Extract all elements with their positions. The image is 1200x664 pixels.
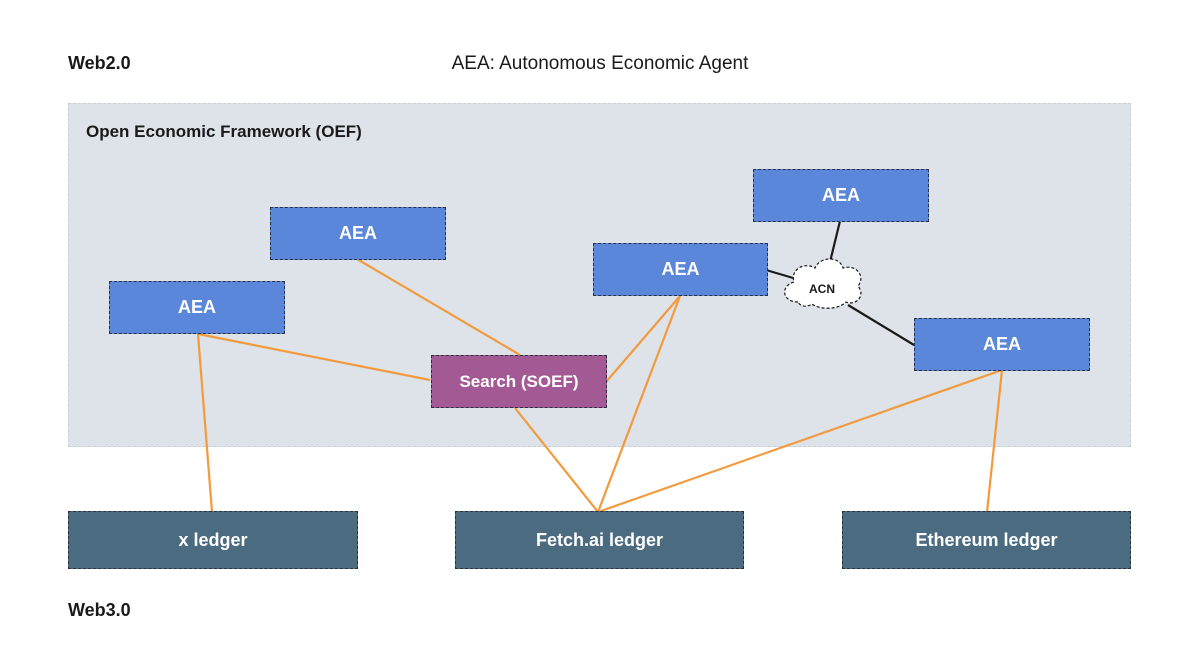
link-aea-right-fetch-ledger xyxy=(597,368,1003,514)
link-aea-left-search xyxy=(197,332,431,382)
link-acn-aea-right xyxy=(847,304,915,346)
link-aea-mid-fetch-ledger xyxy=(596,295,682,513)
cloud-icon xyxy=(784,258,862,309)
fetch-ai-ledger-node[interactable]: Fetch.ai ledger xyxy=(455,511,744,569)
acn-label: ACN xyxy=(809,282,835,296)
web3-label: Web3.0 xyxy=(68,600,131,620)
search-soef-node[interactable]: Search (SOEF) xyxy=(431,355,607,408)
aea-node-right[interactable]: AEA xyxy=(914,318,1090,371)
link-search-fetch-ledger xyxy=(514,407,599,513)
link-aea-top-search xyxy=(356,258,521,356)
orange-links xyxy=(196,258,1004,514)
link-aea-right-eth-ledger xyxy=(985,369,1004,513)
aea-node-upper-right[interactable]: AEA xyxy=(753,169,929,222)
link-aea-mid-search xyxy=(605,295,681,383)
link-aea-upper-acn xyxy=(828,220,842,263)
link-aea-left-x-ledger xyxy=(196,333,214,513)
web2-label: Web2.0 xyxy=(68,53,131,73)
x-ledger-node[interactable]: x ledger xyxy=(68,511,358,569)
diagram-title: AEA: Autonomous Economic Agent xyxy=(451,53,749,74)
aea-node-left[interactable]: AEA xyxy=(109,281,285,334)
aea-node-top[interactable]: AEA xyxy=(270,207,446,260)
acn-cloud: ACN xyxy=(784,258,862,309)
aea-node-middle[interactable]: AEA xyxy=(593,243,768,296)
ethereum-ledger-node[interactable]: Ethereum ledger xyxy=(842,511,1131,569)
oef-title: Open Economic Framework (OEF) xyxy=(86,122,362,141)
